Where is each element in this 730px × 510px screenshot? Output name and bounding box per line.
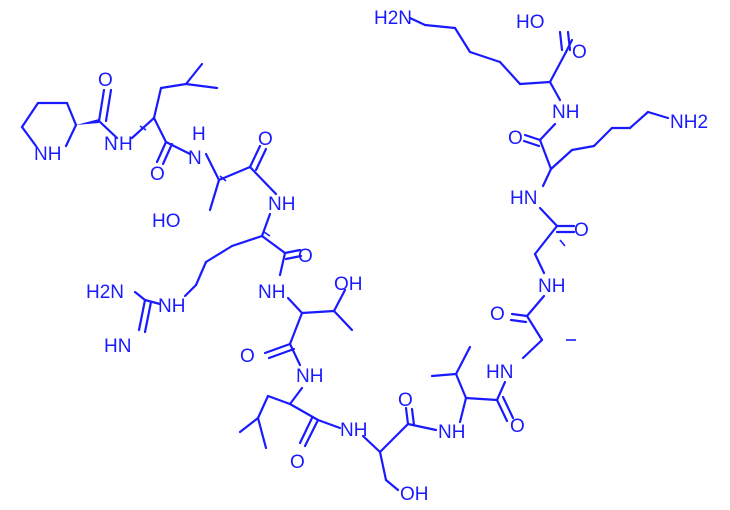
guanidine-hn: HN: [104, 336, 131, 357]
carboxyl-oxygen: O: [572, 42, 587, 63]
proline-ring: [20, 101, 78, 148]
stereo-hash-bonds: [139, 125, 576, 341]
amide-nh-9: NH: [538, 276, 565, 297]
carbonyl-o-5: O: [240, 346, 255, 367]
backbone-bonds: [97, 16, 670, 492]
lysine-amine-1: NH2: [670, 112, 708, 133]
carbonyl-o-2: O: [150, 164, 165, 185]
amide-n-1: N: [104, 134, 118, 155]
amide-hn-8: HN: [486, 362, 513, 383]
carbonyl-o-7: O: [398, 390, 413, 411]
amide-nh-3: NH: [268, 194, 295, 215]
carbonyl-o-1: O: [98, 70, 113, 91]
carbonyl-o-6: O: [290, 452, 305, 473]
amide-nh-4: NH: [258, 282, 285, 303]
amide-nh-11: NH: [552, 102, 579, 123]
amide-hn-10: HN: [510, 188, 537, 209]
lysine-amine-2: H2N: [374, 8, 412, 29]
serine-hydroxyl-2: OH: [400, 484, 429, 505]
carbonyl-o-8: O: [510, 416, 525, 437]
carboxyl-hydroxyl: HO: [516, 12, 545, 33]
threonine-hydroxyl: OH: [334, 274, 363, 295]
proline-nh: NH: [34, 144, 61, 165]
carbonyl-o-10: O: [574, 220, 589, 241]
carbonyl-o-4: O: [298, 246, 313, 267]
amide-nh-5: NH: [296, 366, 323, 387]
carbonyl-o-11: O: [508, 128, 523, 149]
wedge-bond: [76, 119, 99, 125]
carbonyl-o-9: O: [490, 304, 505, 325]
amide-nh-7: NH: [438, 422, 465, 443]
amide-h-1: H: [119, 134, 133, 155]
amide-n-2: N: [188, 148, 202, 169]
atom-labels: NH N H O N H O O HO NH O H2N NH HN NH OH…: [34, 8, 708, 505]
carbonyl-o-3: O: [258, 129, 273, 150]
guanidine-nh: NH: [158, 296, 185, 317]
amide-nh-6: NH: [340, 420, 367, 441]
amide-h-2: H: [192, 124, 206, 145]
guanidine-h2n: H2N: [86, 282, 124, 303]
serine-hydroxyl-1: HO: [152, 211, 181, 232]
